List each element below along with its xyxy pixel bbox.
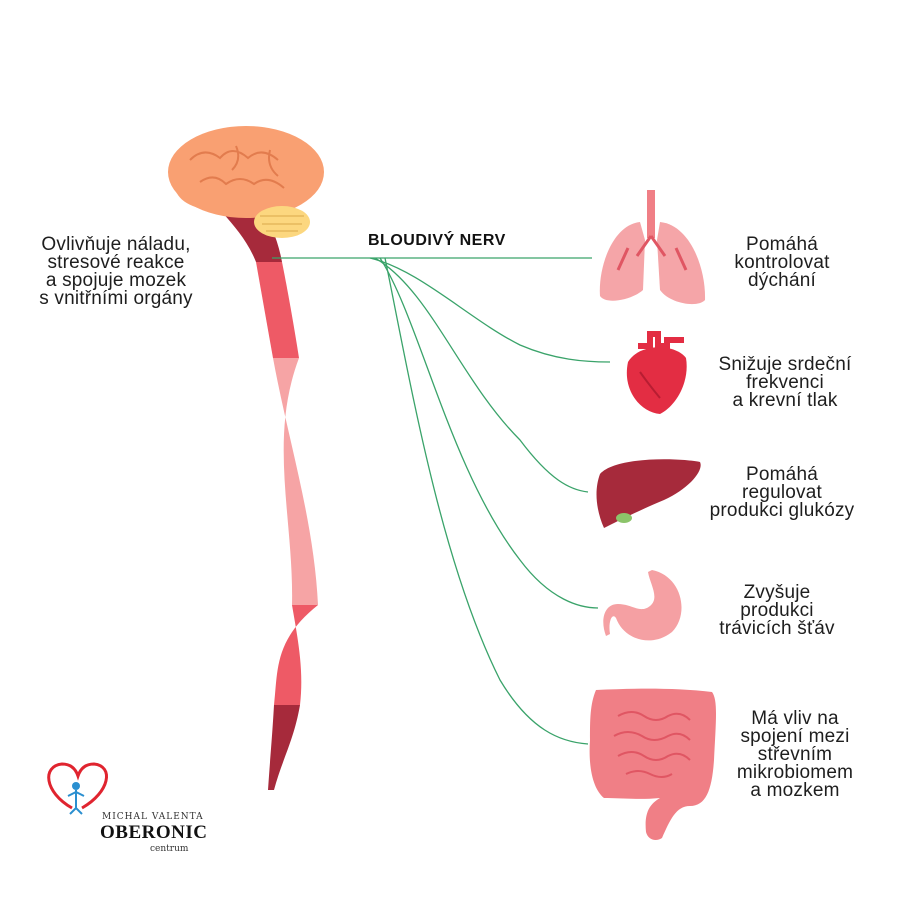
brain-icon [168, 126, 324, 238]
stomach-icon [603, 570, 682, 641]
intestines-description: Má vliv na spojení mezi střevním mikrobi… [720, 708, 870, 801]
organ-text-line: frekvenci [746, 372, 824, 393]
lungs-icon [599, 190, 706, 305]
logo-name: OBERONIC [100, 822, 208, 843]
brain-text-line: a spojuje mozek [45, 270, 187, 291]
organ-text-line: produkci glukózy [709, 500, 855, 521]
organ-text-line: Pomáhá [746, 464, 818, 485]
nerve-branch [374, 257, 589, 493]
organ-text-line: kontrolovat [734, 252, 830, 273]
diagram-title: BLOUDIVÝ NERV [368, 232, 506, 249]
organ-text-line: Má vliv na [751, 708, 839, 729]
organ-text-line: a mozkem [750, 780, 840, 801]
organ-text-line: Snižuje srdeční [718, 354, 852, 375]
organ-text-line: spojení mezi [740, 726, 850, 747]
liver-description: Pomáhá regulovat produkci glukózy [688, 464, 876, 521]
nerve-branch [379, 257, 599, 609]
organ-text-line: a krevní tlak [732, 390, 838, 411]
nerve-branch [369, 257, 611, 363]
nerve-branch [384, 257, 589, 745]
organ-text-line: střevním [757, 744, 833, 765]
brain-text-line: s vnitřními orgány [39, 288, 193, 309]
intestines-icon [589, 688, 716, 840]
organ-text-line: regulovat [742, 482, 822, 503]
heart-icon [626, 331, 687, 414]
brain-text-line: stresové reakce [47, 252, 185, 273]
lungs-description: Pomáhá kontrolovat dýchání [712, 234, 852, 291]
logo-heart-icon [47, 762, 108, 815]
logo-top-text: MICHAL VALENTA [102, 812, 204, 822]
stomach-description: Zvyšuje produkci trávicích šťáv [702, 582, 852, 639]
organ-text-line: mikrobiomem [736, 762, 854, 783]
organ-text-line: Zvyšuje [743, 582, 811, 603]
heart-description: Snižuje srdeční frekvenci a krevní tlak [700, 354, 870, 411]
brain-text-line: Ovlivňuje náladu, [41, 234, 191, 255]
spinal-cord [222, 210, 318, 790]
organ-text-line: trávicích šťáv [719, 618, 835, 639]
liver-icon [596, 459, 701, 528]
organ-text-line: dýchání [748, 270, 816, 291]
organ-text-line: Pomáhá [746, 234, 818, 255]
brain-description: Ovlivňuje náladu, stresové reakce a spoj… [18, 234, 214, 309]
logo-subtitle: centrum [150, 844, 189, 854]
nerve-branches [272, 257, 611, 745]
organ-text-line: produkci [740, 600, 814, 621]
